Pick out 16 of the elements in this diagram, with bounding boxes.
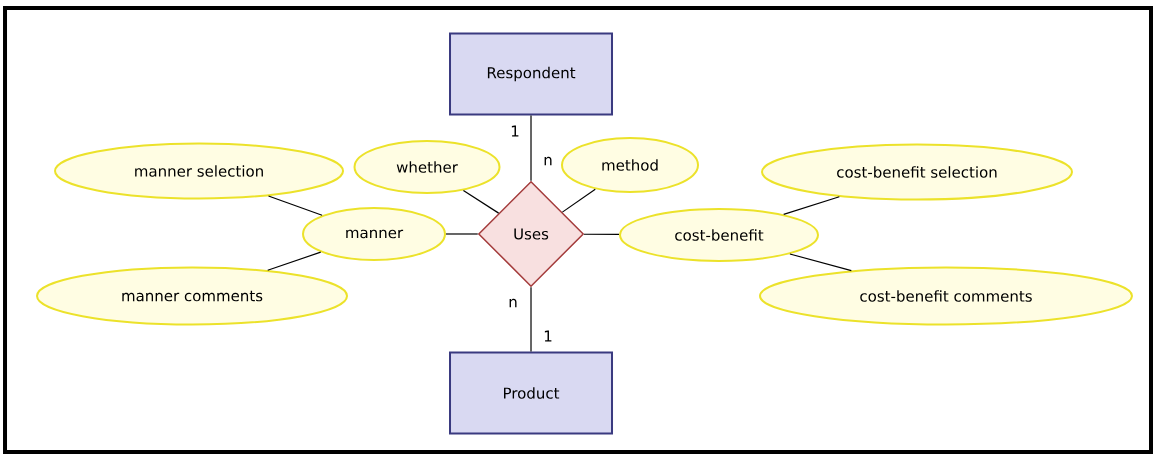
cardinality-label: n [544,156,552,166]
entity-box: Respondent [449,32,613,116]
connector-line [267,251,322,271]
connector-line [530,286,532,353]
connector-line [561,188,596,213]
entity-box: Product [449,351,613,435]
connector-line [530,114,532,182]
cardinality-label: 1 [511,125,519,137]
connector-line [445,233,479,235]
connector-line [462,189,500,214]
cardinality-label: 1 [544,330,552,342]
connector-line [789,253,852,272]
connector-line [783,196,840,215]
connector-line [583,233,620,236]
connector-line [267,195,323,216]
cardinality-label: n [509,298,517,308]
